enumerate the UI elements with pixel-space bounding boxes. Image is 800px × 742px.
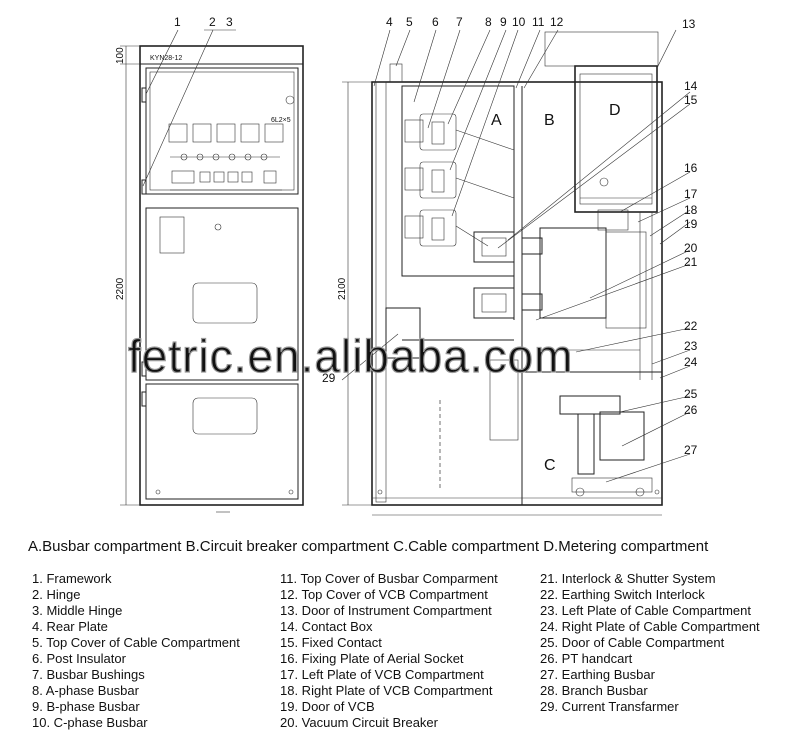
- legend-item: 4. Rear Plate: [32, 619, 108, 634]
- compartment-letter-d: D: [609, 102, 621, 119]
- legend-item: 27. Earthing Busbar: [540, 667, 655, 682]
- callout-13: 13: [682, 17, 696, 31]
- callout-19: 19: [684, 217, 698, 231]
- compartments-line: A.Busbar compartment B.Circuit breaker c…: [28, 538, 709, 555]
- legend-item: 24. Right Plate of Cable Compartment: [540, 619, 760, 634]
- callout-2: 2: [209, 15, 216, 29]
- side-view: A B C D 2100: [337, 31, 663, 516]
- panel-code: 6L2×5: [271, 117, 291, 124]
- callout-22: 22: [684, 319, 698, 333]
- callout-3: 3: [226, 15, 233, 29]
- legend-item: 2. Hinge: [32, 587, 81, 602]
- callout-16: 16: [684, 161, 698, 175]
- callout-1: 1: [174, 15, 181, 29]
- legend-item: 29. Current Transfarmer: [540, 699, 679, 714]
- callout-14: 14: [684, 79, 698, 93]
- compartment-letter-b: B: [544, 112, 555, 129]
- legend-item: 22. Earthing Switch Interlock: [540, 587, 705, 602]
- callout-17: 17: [684, 187, 698, 201]
- callout-26: 26: [684, 403, 698, 417]
- legend-item: 8. A-phase Busbar: [32, 683, 139, 698]
- watermark: fetric.en.alibaba.com: [128, 330, 573, 382]
- callout-12: 12: [550, 15, 564, 29]
- legend-item: 28. Branch Busbar: [540, 683, 648, 698]
- legend-item: 19. Door of VCB: [280, 699, 375, 714]
- compartment-letter-a: A: [491, 112, 502, 129]
- legend-item: 23. Left Plate of Cable Compartment: [540, 603, 752, 618]
- callout-4: 4: [386, 15, 393, 29]
- legend-item: 9. B-phase Busbar: [32, 699, 140, 714]
- callout-25: 25: [684, 387, 698, 401]
- left-height-dimension: 2200: [115, 277, 126, 300]
- callout-23: 23: [684, 339, 698, 353]
- callout-27: 27: [684, 443, 698, 457]
- callout-11: 11: [532, 15, 545, 29]
- leader-lines: [142, 29, 691, 483]
- callout-29: 29: [322, 371, 336, 385]
- callout-8: 8: [485, 15, 492, 29]
- right-height-dimension: 2100: [337, 277, 348, 300]
- model-label: KYN28-12: [150, 55, 182, 62]
- legend-item: 21. Interlock & Shutter System: [540, 571, 716, 586]
- callout-5: 5: [406, 15, 413, 29]
- callout-21: 21: [684, 255, 698, 269]
- callout-numbers: 1 2 3 4 5 6 7 8 9 10 11 12 13 14 15 16 1…: [174, 15, 698, 457]
- legend-item: 16. Fixing Plate of Aerial Socket: [280, 651, 464, 666]
- legend-item: 10. C-phase Busbar: [32, 715, 148, 730]
- legend-item: 20. Vacuum Circuit Breaker: [280, 715, 438, 730]
- callout-9: 9: [500, 15, 507, 29]
- legend-item: 5. Top Cover of Cable Compartment: [32, 635, 240, 650]
- callout-7: 7: [456, 15, 463, 29]
- legend-item: 14. Contact Box: [280, 619, 373, 634]
- callout-20: 20: [684, 241, 698, 255]
- legend-item: 26. PT handcart: [540, 651, 633, 666]
- legend-item: 7. Busbar Bushings: [32, 667, 145, 682]
- legend-item: 3. Middle Hinge: [32, 603, 123, 618]
- compartment-letter-c: C: [544, 457, 556, 474]
- callout-15: 15: [684, 93, 698, 107]
- legend-item: 11. Top Cover of Busbar Comparment: [280, 571, 498, 586]
- legend-item: 13. Door of Instrument Compartment: [280, 603, 492, 618]
- callout-6: 6: [432, 15, 439, 29]
- legend-item: 6. Post Insulator: [32, 651, 126, 666]
- legend-item: 18. Right Plate of VCB Compartment: [280, 683, 493, 698]
- top-dimension: 100: [115, 47, 126, 64]
- callout-18: 18: [684, 203, 698, 217]
- switchgear-drawing: KYN28-12 6L2×5: [115, 15, 698, 516]
- callout-10: 10: [512, 15, 526, 29]
- legend-item: 1. Framework: [32, 571, 112, 586]
- legend-item: 25. Door of Cable Compartment: [540, 635, 725, 650]
- legend-item: 17. Left Plate of VCB Compartment: [280, 667, 484, 682]
- legend-item: 12. Top Cover of VCB Compartment: [280, 587, 488, 602]
- legend-item: 15. Fixed Contact: [280, 635, 382, 650]
- front-view: KYN28-12 6L2×5: [115, 45, 304, 513]
- callout-24: 24: [684, 355, 698, 369]
